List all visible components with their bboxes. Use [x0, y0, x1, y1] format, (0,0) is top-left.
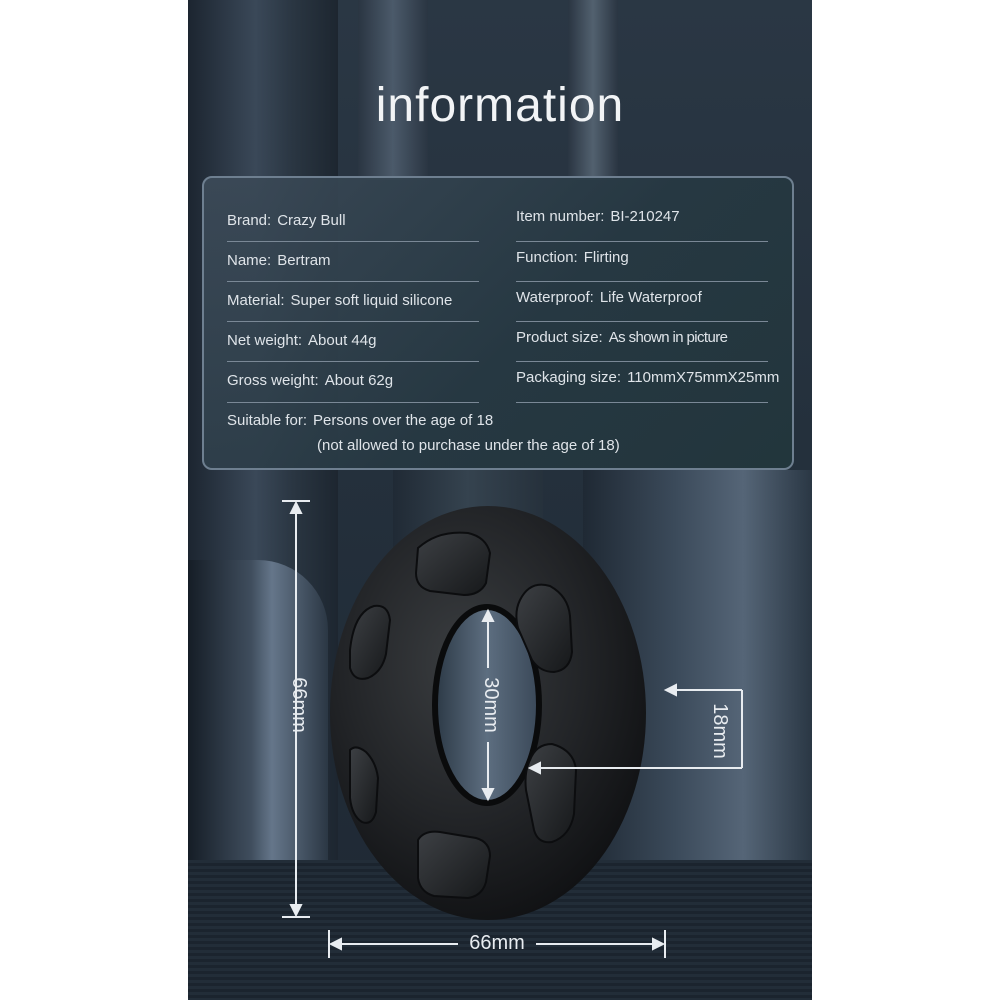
divider	[516, 241, 768, 242]
page-title: information	[375, 79, 625, 132]
dim-thickness-label: 18mm	[709, 703, 731, 759]
spec-function: Function:Flirting	[516, 249, 629, 266]
dim-width-label: 66mm	[469, 932, 525, 954]
spec-brand: Brand:Crazy Bull	[227, 212, 346, 229]
divider	[516, 361, 768, 362]
dim-inner-line	[481, 608, 495, 802]
spec-product-size: Product size:As shown in picture	[516, 329, 728, 346]
dim-thickness-line	[527, 683, 743, 775]
dim-inner-label: 30mm	[480, 677, 502, 733]
spec-gross-weight: Gross weight:About 62g	[227, 372, 394, 389]
dim-height-label: 66mm	[288, 677, 310, 733]
spec-suitable-for: Suitable for:Persons over the age of 18	[227, 412, 494, 429]
pillar	[188, 560, 328, 900]
divider	[227, 281, 479, 282]
spec-waterproof: Waterproof:Life Waterproof	[516, 289, 702, 306]
divider	[227, 321, 479, 322]
spec-net-weight: Net weight:About 44g	[227, 332, 377, 349]
dim-height-line	[282, 500, 310, 918]
divider	[516, 281, 768, 282]
divider	[516, 402, 768, 403]
spec-name: Name:Bertram	[227, 252, 331, 269]
divider	[227, 402, 479, 403]
spec-item-number: Item number:BI-210247	[516, 208, 680, 225]
pillar	[358, 0, 428, 180]
divider	[227, 361, 479, 362]
dim-width-line	[328, 930, 666, 958]
ring-pads	[349, 531, 578, 900]
spec-suitable-note: (not allowed to purchase under the age o…	[317, 437, 620, 454]
divider	[516, 321, 768, 322]
spec-material: Material:Super soft liquid silicone	[227, 292, 453, 309]
pillar	[568, 0, 618, 180]
divider	[227, 241, 479, 242]
spec-panel	[202, 176, 794, 470]
spec-packaging-size: Packaging size:110mmX75mmX25mm	[516, 369, 780, 386]
